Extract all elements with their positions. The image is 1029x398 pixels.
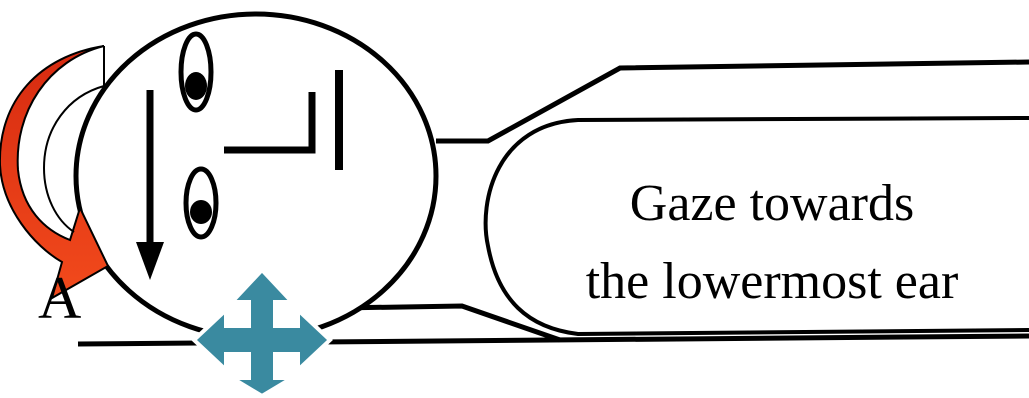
- body-lower-outline: [339, 303, 561, 343]
- caption-line-2: the lowermost ear: [586, 253, 959, 310]
- nose: [224, 92, 316, 154]
- down-arrow-icon: [136, 90, 164, 280]
- caption-line-1: Gaze towards: [630, 175, 914, 232]
- panel-label: A: [38, 265, 81, 331]
- four-way-arrow-icon: [191, 267, 333, 398]
- caption-bubble: [483, 116, 1029, 337]
- body-upper-outline: [436, 59, 1029, 144]
- curved-arrow-icon: [0, 45, 110, 301]
- upper-eye: [178, 31, 214, 113]
- lower-eye: [183, 166, 219, 240]
